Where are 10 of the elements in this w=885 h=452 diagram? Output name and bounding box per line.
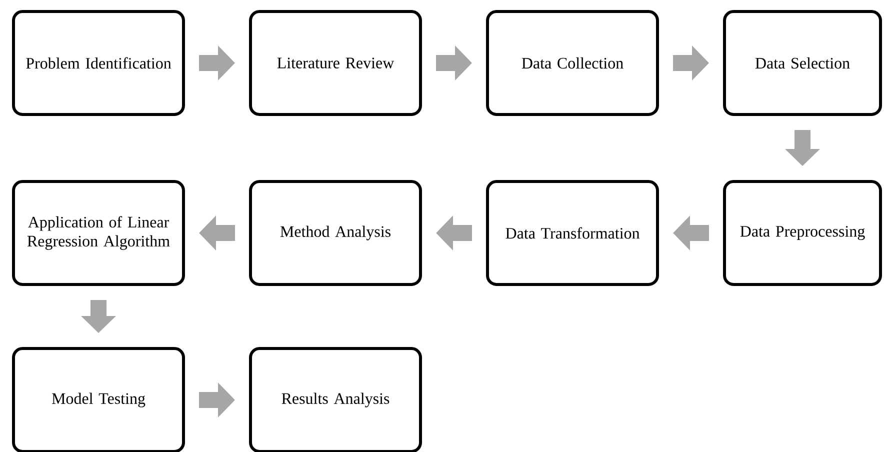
process-box: Data Transformation	[486, 180, 659, 286]
process-box: Data Collection	[486, 10, 659, 116]
process-box: Model Testing	[12, 347, 185, 452]
process-box: Application of Linear Regression Algorithm	[12, 180, 185, 286]
process-box: Data Selection	[723, 10, 882, 116]
process-box: Literature Review	[249, 10, 422, 116]
process-box: Results Analysis	[249, 347, 422, 452]
process-box: Data Preprocessing	[723, 180, 882, 286]
process-box: Problem Identification	[12, 10, 185, 116]
process-box: Method Analysis	[249, 180, 422, 286]
